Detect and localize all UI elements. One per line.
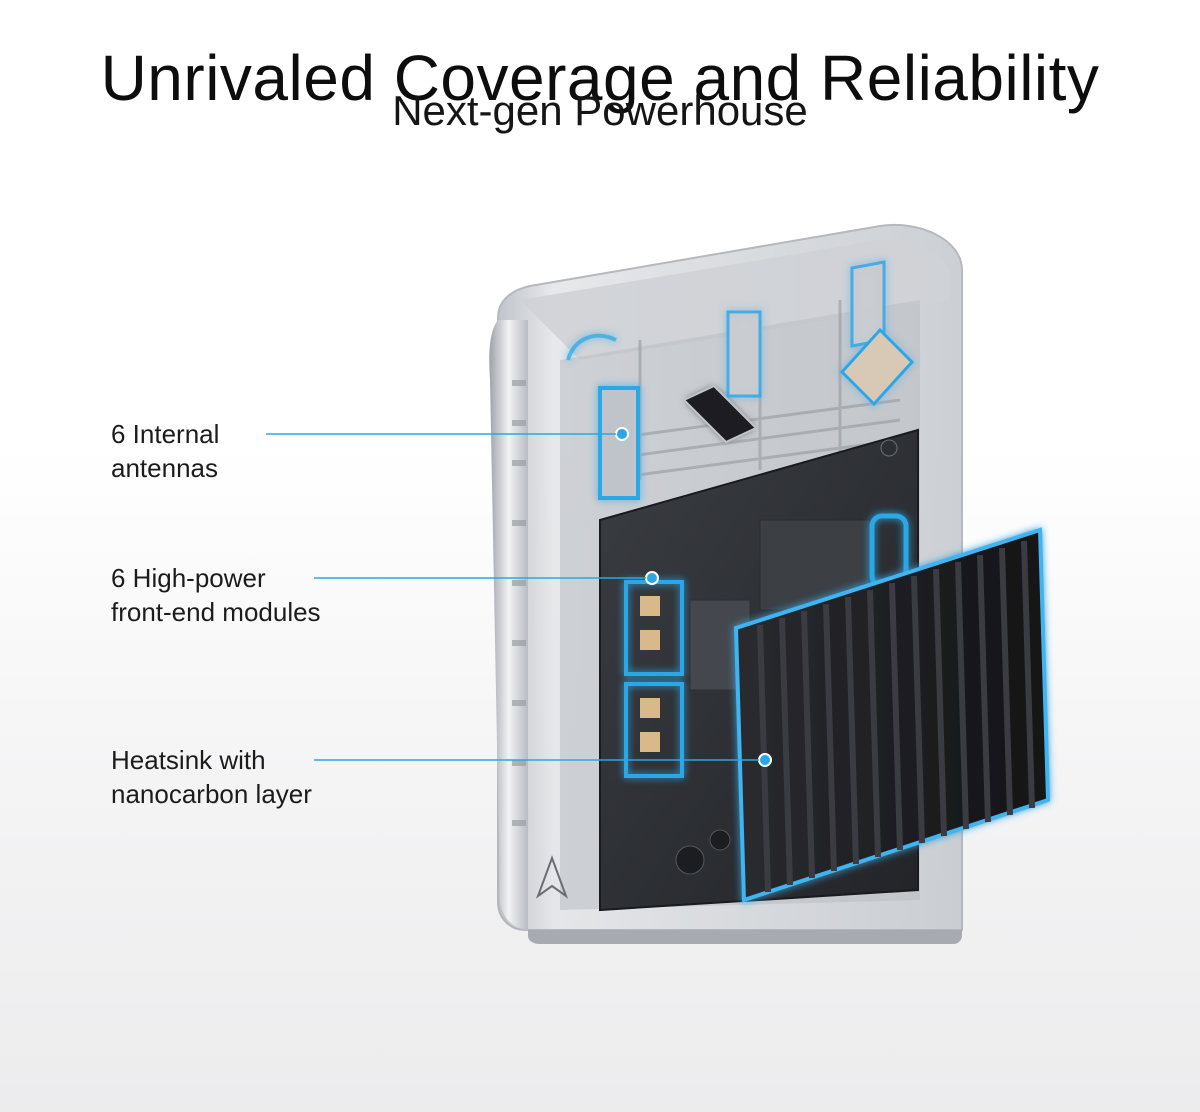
heatsink-fins bbox=[757, 540, 1035, 893]
callout-label-antennas: 6 Internal antennas bbox=[111, 417, 219, 485]
antenna-diamond-right bbox=[839, 327, 915, 407]
callout-heatsink-line2: nanocarbon layer bbox=[111, 779, 312, 809]
callout-antennas-line1: 6 Internal bbox=[111, 419, 220, 449]
callout-lines bbox=[266, 433, 759, 761]
fem-chips bbox=[640, 596, 660, 752]
callout-label-modules: 6 High-power front-end modules bbox=[111, 561, 321, 629]
antenna-diamond-center bbox=[682, 384, 758, 444]
callout-heatsink-line1: Heatsink with bbox=[111, 745, 266, 775]
callout-antennas-line2: antennas bbox=[111, 453, 218, 483]
side-vents bbox=[512, 380, 526, 826]
fem-pointer-dot bbox=[645, 571, 659, 585]
heatsink bbox=[733, 527, 1051, 903]
callout-modules-line2: front-end modules bbox=[111, 597, 321, 627]
heatsink-body bbox=[733, 527, 1051, 903]
board-capacitor bbox=[675, 845, 705, 875]
callout-label-heatsink: Heatsink with nanocarbon layer bbox=[111, 743, 312, 811]
antenna-top-mid bbox=[726, 310, 762, 398]
antenna-group bbox=[566, 260, 915, 589]
callout-modules-line1: 6 High-power bbox=[111, 563, 266, 593]
heatsink-pointer-dot bbox=[758, 753, 772, 767]
router-base bbox=[528, 930, 962, 944]
antenna-left bbox=[598, 386, 640, 500]
antenna-pointer-dot bbox=[615, 427, 629, 441]
shell-left-edge bbox=[489, 320, 528, 930]
page-subtitle: Next-gen Powerhouse bbox=[392, 87, 808, 134]
logo-mark bbox=[535, 855, 569, 899]
antenna-arc-left bbox=[566, 333, 617, 361]
shell-top bbox=[520, 239, 950, 360]
fem-lower bbox=[624, 682, 684, 778]
page-title: Unrivaled Coverage and Reliability bbox=[100, 41, 1100, 114]
